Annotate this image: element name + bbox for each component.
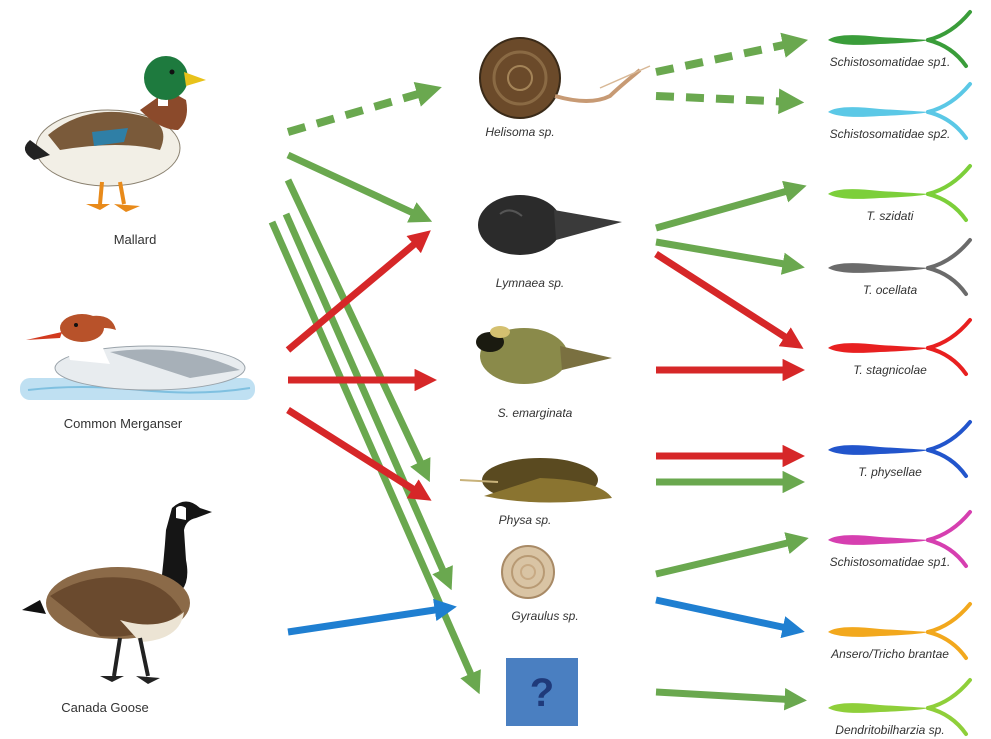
snail-label-physa: Physa sp. — [499, 513, 552, 527]
arrow-helisoma-schisto-sp1 — [656, 42, 798, 72]
snail-label-s-emarginata: S. emarginata — [498, 406, 573, 420]
arrow-mallard-helisoma — [288, 90, 432, 132]
arrow-lymnaea-t-stagnicolae — [656, 254, 796, 344]
parasite-label: T. szidati — [867, 209, 914, 223]
bird-label-common-merganser: Common Merganser — [64, 416, 183, 431]
arrow-unknown-dendritobilharzia — [656, 692, 798, 700]
arrow-gyraulus-ansero-tricho — [656, 600, 796, 630]
parasite-label: Schistosomatidae sp1. — [830, 55, 951, 69]
parasite-group: Schistosomatidae sp1. Schistosomatidae sp… — [828, 12, 970, 737]
snail-label-lymnaea: Lymnaea sp. — [496, 276, 565, 290]
canada-goose-icon — [22, 502, 212, 685]
arrow-mallard-physa — [288, 180, 426, 474]
arrow-lymnaea-t-szidati — [656, 188, 798, 228]
lymnaea-snail-icon — [478, 195, 622, 255]
parasite-label: T. stagnicolae — [853, 363, 927, 377]
stagnicola-snail-icon — [476, 326, 612, 384]
parasite-label: Schistosomatidae sp1. — [830, 555, 951, 569]
merganser-icon — [20, 314, 255, 400]
bird-label-canada-goose: Canada Goose — [61, 700, 148, 715]
parasite-label: Ansero/Tricho brantae — [830, 647, 949, 661]
parasite-label: T. physellae — [858, 465, 922, 479]
physa-snail-icon — [460, 458, 612, 503]
arrow-canada-goose-gyraulus — [288, 608, 448, 632]
arrow-helisoma-schisto-sp2 — [656, 96, 794, 102]
arrow-lymnaea-t-ocellata — [656, 242, 796, 266]
unknown-host-icon: ? — [506, 658, 578, 726]
unknown-host-mark: ? — [530, 671, 554, 715]
snail-label-helisoma: Helisoma sp. — [485, 125, 554, 139]
arrow-mallard-gyraulus — [286, 214, 448, 582]
parasite-label: Schistosomatidae sp2. — [830, 127, 951, 141]
bird-label-mallard: Mallard — [114, 232, 157, 247]
parasite-label: Dendritobilharzia sp. — [835, 723, 944, 737]
helisoma-snail-icon — [480, 38, 650, 118]
gyraulus-snail-icon — [502, 546, 554, 598]
mallard-icon — [25, 56, 206, 212]
parasite-label: T. ocellata — [863, 283, 918, 297]
snail-label-gyraulus: Gyraulus sp. — [511, 609, 578, 623]
arrow-mallard-lymnaea — [288, 155, 424, 218]
arrow-gyraulus-schisto-sp1 — [656, 540, 800, 574]
